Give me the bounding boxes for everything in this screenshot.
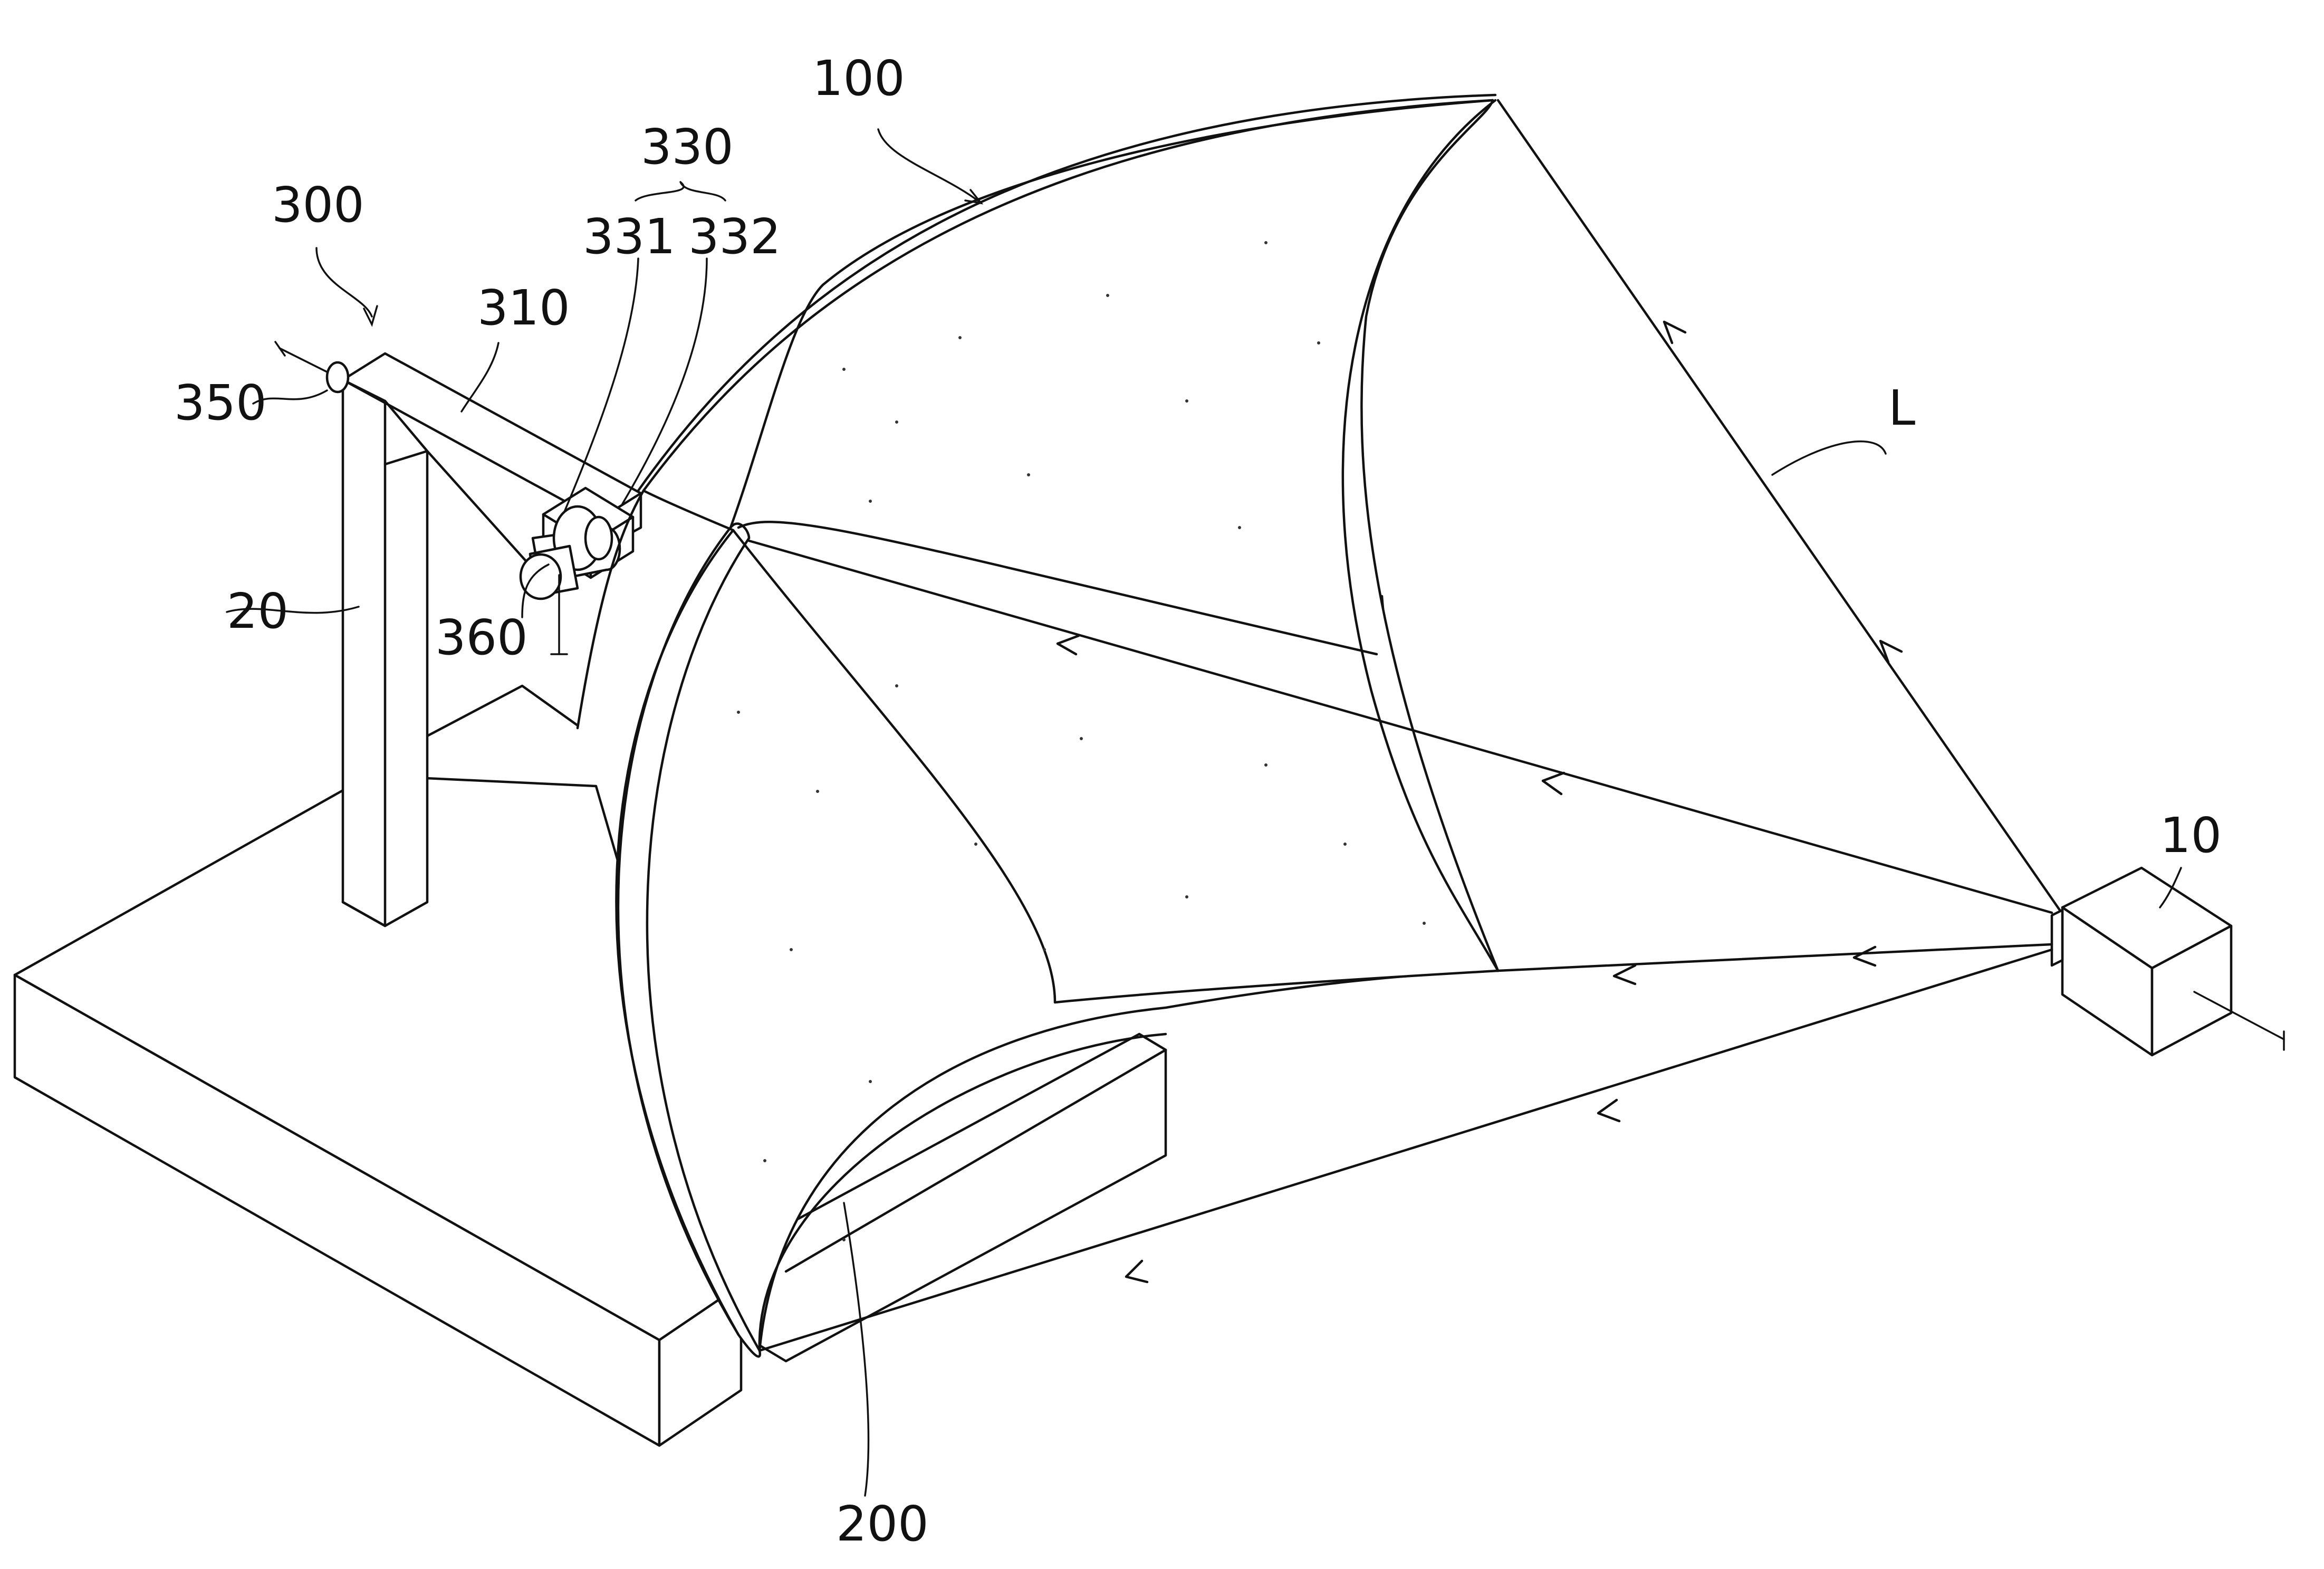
reflector [576,93,1500,1352]
surface-stipple [737,241,1426,1241]
pivot-shaft [274,341,350,394]
label-post: 20 [227,583,289,639]
leader-lines [226,128,2182,1497]
label-motor: 360 [435,609,528,666]
projector [2050,866,2285,1057]
reference-labels: 100 330 331 332 300 310 350 20 360 L 10 … [174,50,2222,1552]
label-light: L [1888,380,1915,436]
label-bracket-part-a: 331 [583,208,676,265]
label-bracket-group: 330 [641,119,734,175]
label-reflector: 100 [812,50,905,107]
label-screen: 200 [836,1496,929,1552]
motor [519,505,621,655]
label-arm: 310 [477,280,570,336]
label-bracket-part-b: 332 [688,208,781,265]
label-pivot-shaft: 350 [174,375,267,431]
label-projector: 10 [2160,807,2222,864]
base-plate [13,684,743,1447]
label-tilt-unit: 300 [272,177,364,233]
light-rays [747,99,2061,1352]
